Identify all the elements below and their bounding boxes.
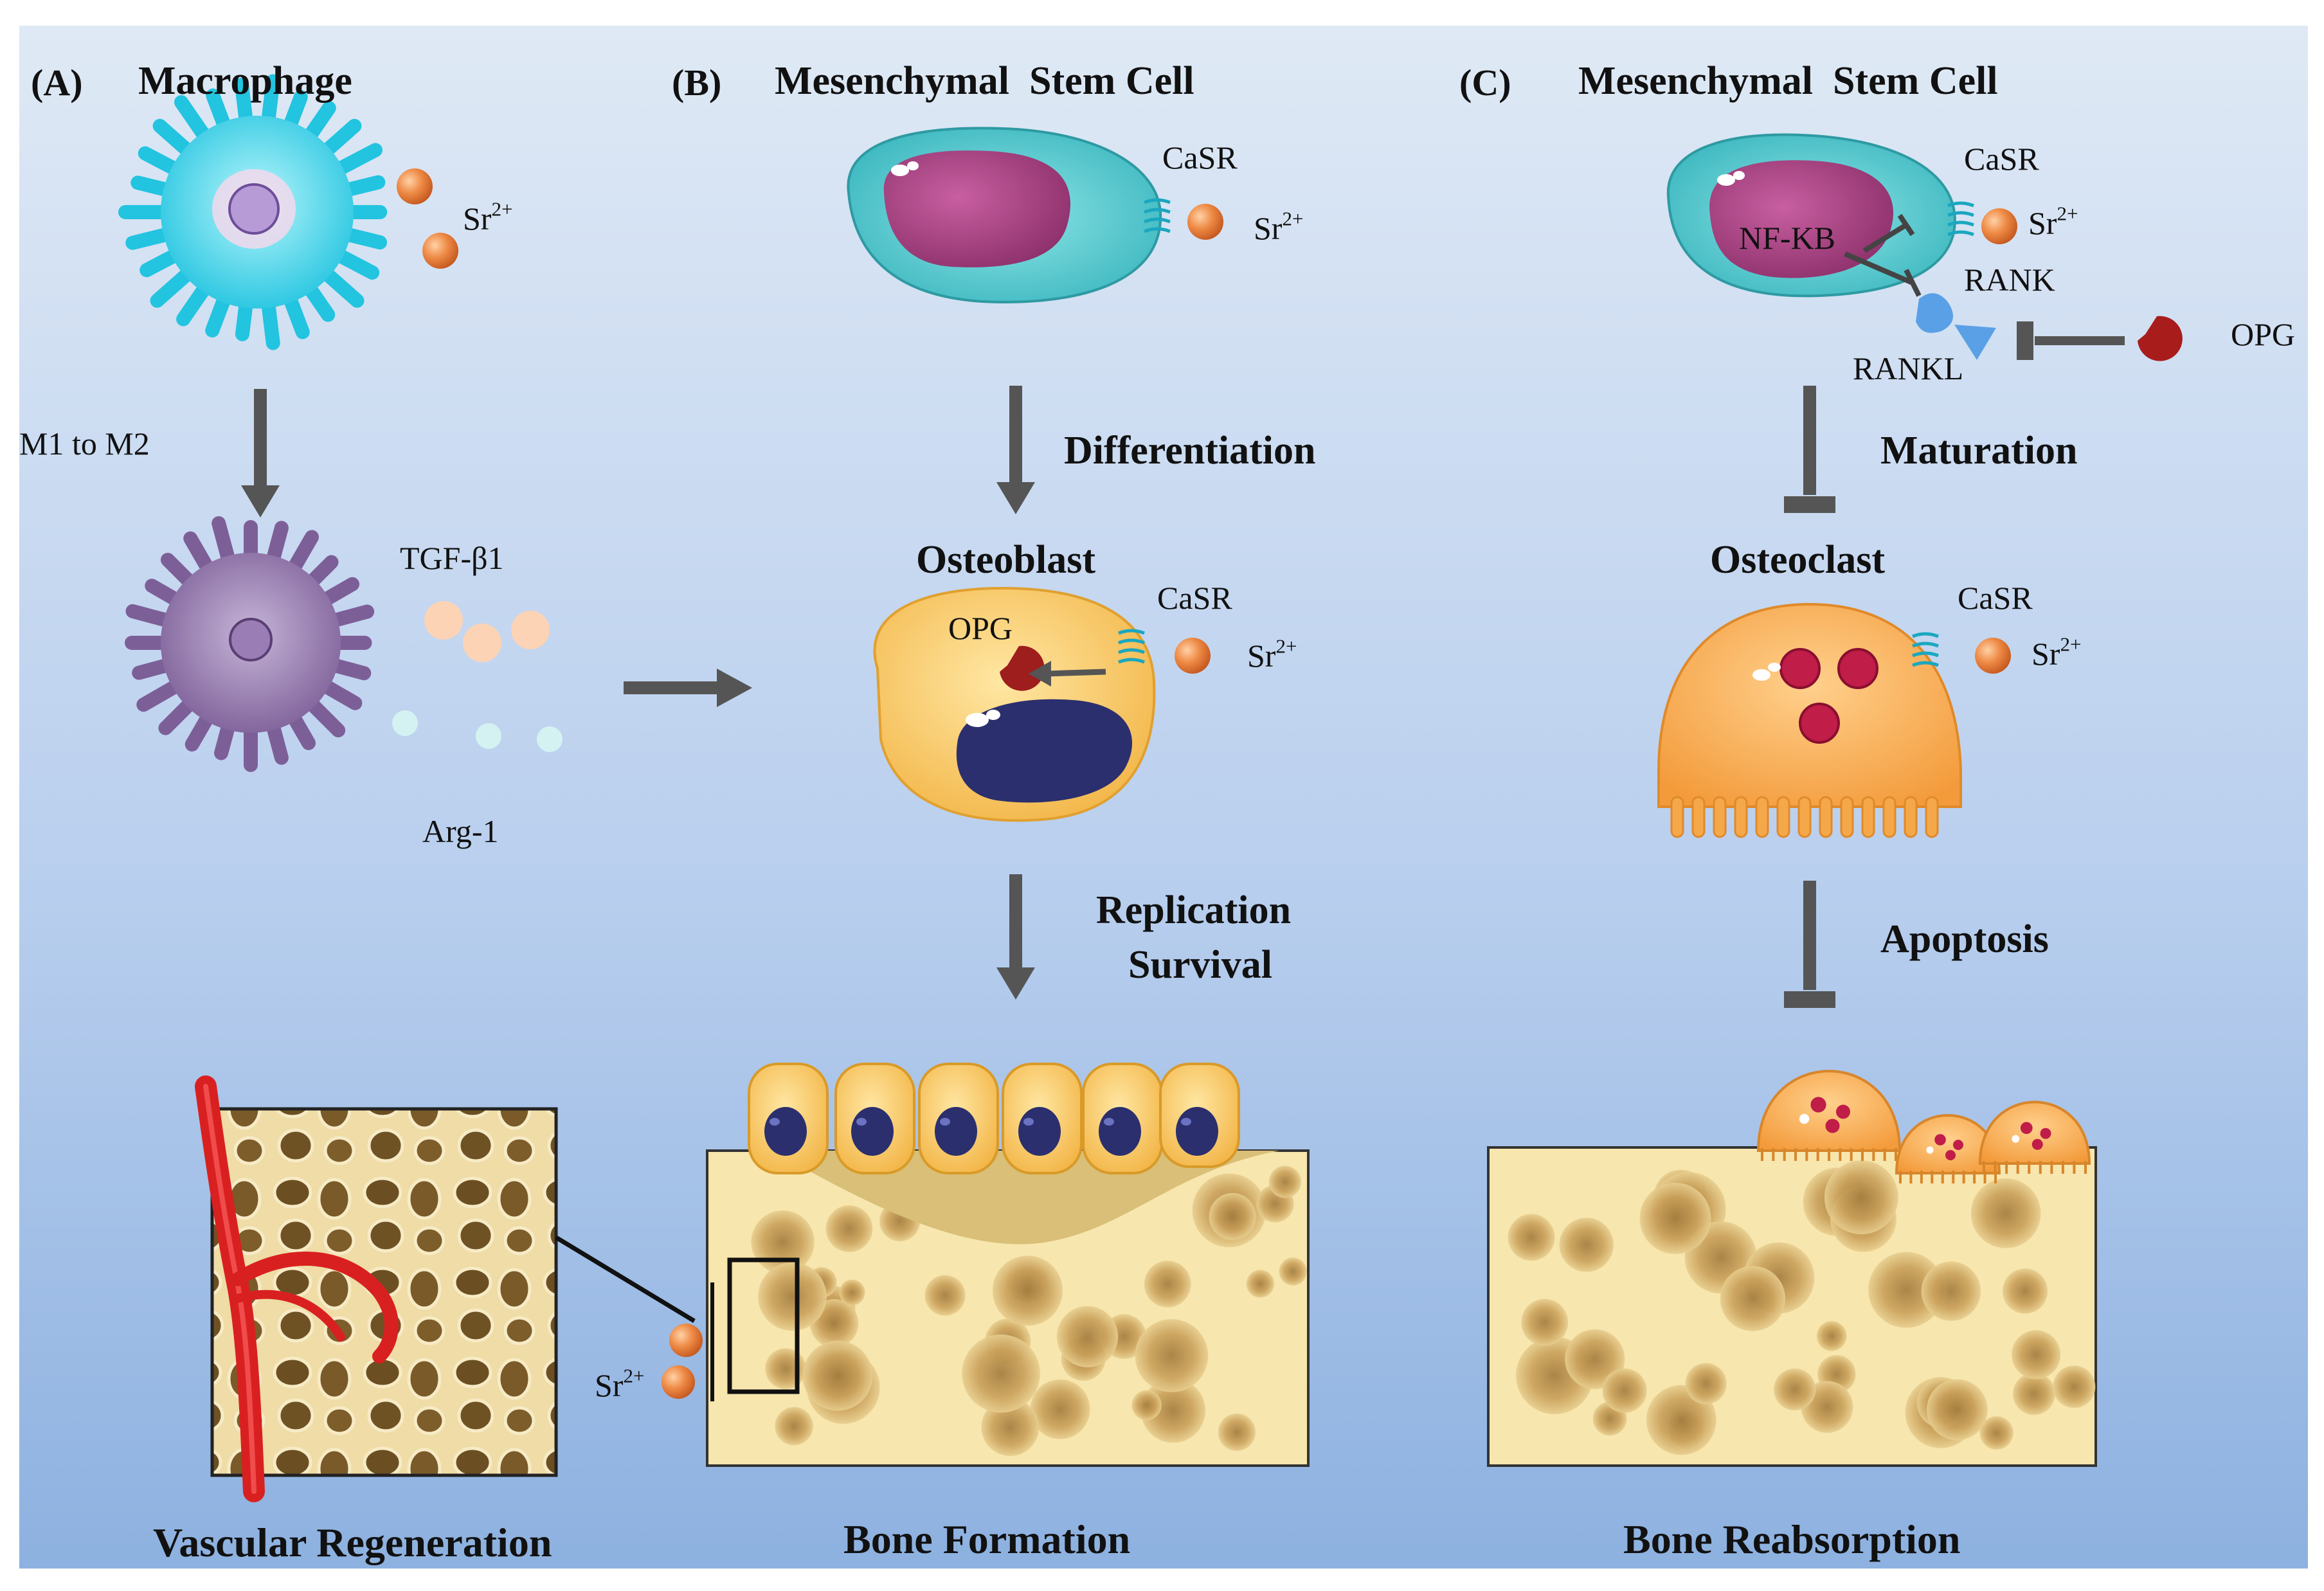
sr-ion — [397, 168, 433, 204]
polarization-label: M1 to M2 — [19, 426, 150, 462]
casr-label-c: CaSR — [1964, 141, 2039, 177]
osteoblast-cell — [873, 586, 1156, 822]
vascular-bone-block — [195, 1075, 696, 1502]
tgf-beta1-label: TGF-β1 — [400, 540, 504, 576]
survival-label: Survival — [1128, 943, 1272, 987]
inhibit-maturation — [1784, 386, 1835, 513]
inhibit-apoptosis — [1784, 881, 1835, 1008]
apoptosis-label: Apoptosis — [1880, 917, 2049, 961]
casr-label-b: CaSR — [1162, 139, 1238, 175]
casr-receptor-ob — [1118, 629, 1145, 664]
ion-label-a: Sr2+ — [463, 197, 513, 237]
differentiation-label: Differentiation — [1064, 429, 1316, 472]
sr-ion — [422, 233, 458, 269]
casr-label-ob: CaSR — [1157, 580, 1232, 616]
inhibit-nfkb — [1862, 222, 1908, 253]
ion-label-ob: Sr2+ — [1247, 634, 1297, 674]
osteoclast-cell — [1657, 602, 1962, 838]
zoom-box — [727, 1257, 800, 1394]
opg-label-b: OPG — [948, 610, 1013, 646]
casr-receptor-b — [1144, 198, 1171, 233]
panel-b-title: Mesenchymal Stem Cell — [775, 59, 1194, 103]
ion-label-bone: Sr2+ — [595, 1364, 645, 1403]
sr-ion — [1975, 638, 2011, 674]
opg-block-bar — [2017, 321, 2125, 360]
panel-c-title: Mesenchymal Stem Cell — [1578, 59, 1998, 103]
casr-receptor-oc — [1912, 632, 1939, 667]
panel-b-tag: (B) — [672, 62, 722, 103]
panel-c-tag: (C) — [1459, 62, 1511, 103]
macrophage-m1-cell — [118, 74, 388, 350]
ion-label-c: Sr2+ — [2028, 202, 2078, 241]
casr-receptor-c — [1947, 201, 1974, 237]
nf-kb-label: NF-KB — [1739, 220, 1836, 256]
casr-label-oc: CaSR — [1958, 580, 2033, 616]
opg-icon — [2138, 316, 2183, 361]
arrow-replication — [996, 874, 1035, 1000]
osteoblast-label: Osteoblast — [916, 538, 1095, 582]
sr-ion — [1175, 638, 1211, 674]
ion-label-b: Sr2+ — [1254, 207, 1304, 246]
opg-label-c: OPG — [2231, 316, 2296, 352]
msc-cell-b — [847, 127, 1162, 304]
sr-ion — [662, 1365, 695, 1399]
sr-ion — [669, 1324, 703, 1357]
bone-formation-label: Bone Formation — [843, 1516, 1131, 1562]
rankl-label: RANKL — [1853, 350, 1964, 386]
rank-label: RANK — [1964, 262, 2055, 298]
vascular-regeneration-label: Vascular Regeneration — [153, 1520, 552, 1565]
rankl-ligand — [1954, 325, 1996, 360]
bone-reabsorption-label: Bone Reabsorption — [1623, 1516, 1961, 1562]
bone-reabsorption-block — [1487, 1070, 2097, 1467]
msc-cell-c — [1666, 133, 1956, 333]
arrow-a-to-b — [624, 669, 752, 707]
panel-a-tag: (A) — [31, 62, 83, 103]
bone-formation-block — [706, 1063, 1310, 1467]
replication-label: Replication — [1096, 888, 1292, 932]
maturation-label: Maturation — [1880, 429, 2078, 472]
panel-a-title: Macrophage — [138, 59, 352, 103]
opg-icon — [1000, 645, 1045, 691]
ion-label-oc: Sr2+ — [2031, 633, 2082, 672]
rank-receptor — [1916, 293, 1953, 333]
arg-1-dots — [392, 710, 563, 752]
tgf-beta1-dots — [424, 601, 550, 662]
sr-ion — [1981, 208, 2017, 244]
osteoclast-label: Osteoclast — [1710, 538, 1886, 582]
sr-ion — [1187, 204, 1223, 240]
arrow-m1-to-m2 — [241, 389, 280, 517]
arg-1-label: Arg-1 — [422, 813, 499, 849]
macrophage-m2-cell — [125, 516, 375, 772]
arrow-differentiation — [996, 386, 1035, 514]
